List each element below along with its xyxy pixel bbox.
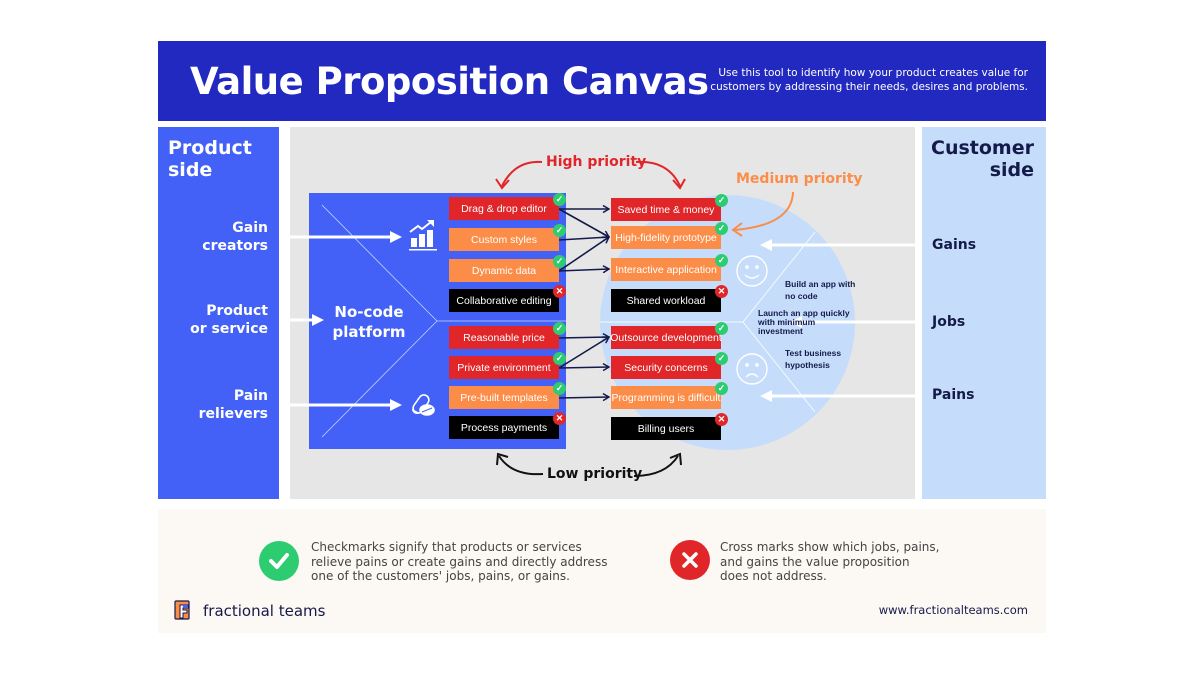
job-item: Build an app with no code bbox=[785, 279, 856, 301]
checkmark-icon: ✓ bbox=[715, 222, 728, 235]
customer-side-title-line2: side bbox=[989, 159, 1034, 181]
pain-item: Outsource development bbox=[610, 326, 722, 349]
checkmark-icon: ✓ bbox=[715, 352, 728, 365]
checkmark-icon: ✓ bbox=[553, 322, 566, 335]
gain-creator-item: Custom styles bbox=[449, 228, 559, 251]
label-line: or service bbox=[190, 321, 268, 337]
label-pains: Pains bbox=[932, 387, 975, 403]
gain-item: Shared workload bbox=[611, 289, 721, 312]
gain-creator-item-label: Collaborative editing bbox=[456, 294, 552, 307]
label-line: creators bbox=[202, 238, 268, 254]
check-legend-text: Checkmarks signify that products or serv… bbox=[311, 540, 608, 583]
checkmark-icon: ✓ bbox=[553, 193, 566, 206]
pain-reliever-item-label: Pre-built templates bbox=[460, 391, 548, 404]
gain-creator-item: Dynamic data bbox=[449, 259, 559, 282]
cross-mark-icon: ✕ bbox=[715, 413, 728, 426]
gain-creator-item-label: Dynamic data bbox=[471, 264, 537, 277]
check-legend-icon bbox=[259, 541, 299, 581]
gain-item-label: Shared workload bbox=[626, 294, 706, 307]
pain-reliever-item-label: Reasonable price bbox=[463, 331, 545, 344]
label-line: Product bbox=[206, 303, 268, 319]
footer-legend bbox=[158, 509, 1046, 633]
label-pain-relievers: Pain relievers bbox=[158, 387, 268, 423]
checkmark-icon: ✓ bbox=[553, 352, 566, 365]
job-item: Test business hypothesis bbox=[785, 348, 842, 370]
pain-item: Billing users bbox=[611, 417, 721, 440]
label-line: Pain bbox=[233, 388, 268, 404]
product-side-title-line1: Product bbox=[168, 137, 252, 159]
product-side-panel bbox=[158, 127, 279, 499]
gain-creator-item-label: Drag & drop editor bbox=[461, 202, 547, 215]
gain-item-label: Interactive application bbox=[615, 263, 717, 276]
checkmark-icon: ✓ bbox=[553, 224, 566, 237]
label-jobs: Jobs bbox=[932, 314, 966, 330]
high-priority-label: High priority bbox=[546, 154, 647, 170]
customer-side-title: Customer side bbox=[931, 137, 1034, 181]
job-item: Launch an app quickly with minimum inves… bbox=[758, 308, 850, 336]
pain-item-label: Billing users bbox=[637, 422, 695, 435]
customer-side-title-line1: Customer bbox=[931, 137, 1034, 159]
pain-reliever-item: Pre-built templates bbox=[449, 386, 559, 409]
label-gain-creators: Gain creators bbox=[158, 219, 268, 255]
pain-reliever-item: Process payments bbox=[449, 416, 559, 439]
label-gains: Gains bbox=[932, 237, 977, 253]
checkmark-icon: ✓ bbox=[553, 382, 566, 395]
gain-item: Saved time & money bbox=[611, 198, 721, 221]
pain-item-label: Outsource development bbox=[610, 331, 722, 344]
checkmark-icon: ✓ bbox=[715, 322, 728, 335]
checkmark-icon: ✓ bbox=[715, 382, 728, 395]
checkmark-icon: ✓ bbox=[553, 255, 566, 268]
gain-item-label: High-fidelity prototype bbox=[615, 231, 717, 244]
cross-mark-icon: ✕ bbox=[553, 285, 566, 298]
gain-item: High-fidelity prototype bbox=[611, 226, 721, 249]
gain-item: Interactive application bbox=[611, 258, 721, 281]
label-line: relievers bbox=[198, 406, 268, 422]
medium-priority-label: Medium priority bbox=[736, 171, 863, 187]
pain-item-label: Security concerns bbox=[624, 361, 708, 374]
checkmark-icon: ✓ bbox=[715, 194, 728, 207]
gain-creator-item: Drag & drop editor bbox=[449, 197, 559, 220]
pain-reliever-item: Reasonable price bbox=[449, 326, 559, 349]
pain-item: Programming is difficult bbox=[611, 386, 721, 409]
label-product-or-service: Product or service bbox=[158, 302, 268, 338]
cross-legend-icon bbox=[670, 540, 710, 580]
cross-legend-text: Cross marks show which jobs, pains, and … bbox=[720, 540, 940, 583]
pain-reliever-item: Private environment bbox=[449, 356, 559, 379]
pain-reliever-item-label: Private environment bbox=[457, 361, 551, 374]
label-line: platform bbox=[332, 323, 406, 341]
low-priority-label: Low priority bbox=[547, 466, 643, 482]
gain-item-label: Saved time & money bbox=[617, 203, 715, 216]
gain-creator-item-label: Custom styles bbox=[471, 233, 537, 246]
page-title: Value Proposition Canvas bbox=[190, 60, 709, 103]
customer-side-panel bbox=[922, 127, 1046, 499]
checkmark-icon: ✓ bbox=[715, 254, 728, 267]
label-line: Gain bbox=[232, 220, 268, 236]
pain-item-label: Programming is difficult bbox=[611, 391, 721, 404]
cross-mark-icon: ✕ bbox=[553, 412, 566, 425]
website-link[interactable]: www.fractionalteams.com bbox=[878, 603, 1028, 617]
header-banner bbox=[158, 41, 1046, 121]
cross-mark-icon: ✕ bbox=[715, 285, 728, 298]
brand-logo-icon bbox=[174, 600, 192, 620]
value-proposition-label: No-code platform bbox=[330, 302, 408, 342]
label-line: No-code bbox=[334, 303, 404, 321]
pain-item: Security concerns bbox=[611, 356, 721, 379]
brand-name: fractional teams bbox=[203, 602, 326, 620]
page-subtitle: Use this tool to identify how your produ… bbox=[710, 67, 1028, 93]
product-side-title: Product side bbox=[168, 137, 252, 181]
product-side-title-line2: side bbox=[168, 159, 213, 181]
gain-creator-item: Collaborative editing bbox=[449, 289, 559, 312]
pain-reliever-item-label: Process payments bbox=[460, 421, 548, 434]
